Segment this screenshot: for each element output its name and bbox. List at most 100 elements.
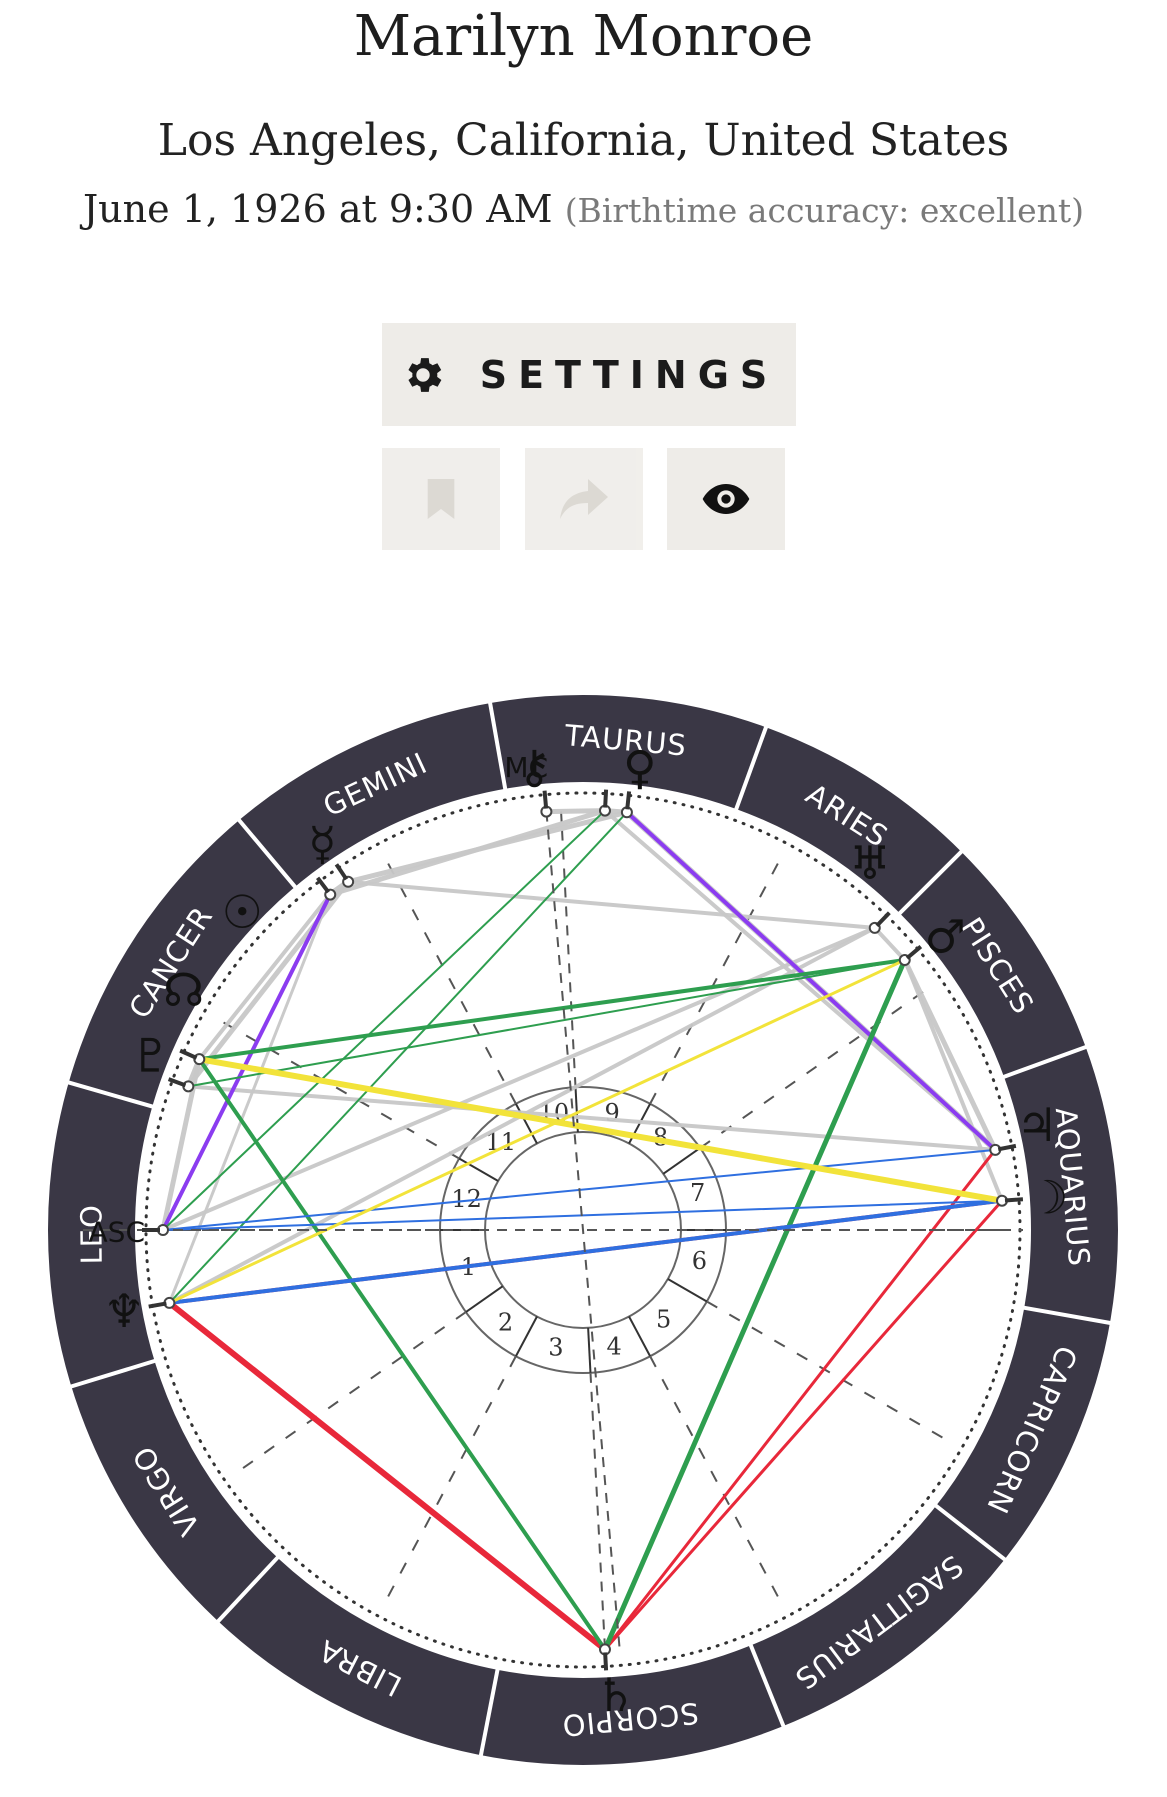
house-number: 5 xyxy=(656,1306,671,1334)
house-divider xyxy=(465,1285,504,1313)
aspect-line-conjunction xyxy=(186,1084,998,1152)
sign-divider xyxy=(487,700,508,792)
house-cusp-line xyxy=(560,810,577,1088)
house-divider xyxy=(667,1278,708,1303)
mc-label: MC xyxy=(504,751,548,784)
mars-glyph: ♂ xyxy=(925,910,966,964)
house-number: 4 xyxy=(607,1332,622,1360)
aspect-line-trine xyxy=(602,957,908,1652)
north-node-glyph: ☊ xyxy=(163,963,204,1017)
birth-place: Los Angeles, California, United States xyxy=(157,115,1010,166)
person-name: Marilyn Monroe xyxy=(353,4,814,69)
aspect-line-conjunction xyxy=(872,925,907,963)
degree-tick xyxy=(603,1652,609,1671)
house-number: 3 xyxy=(548,1333,563,1361)
aspect-line-conjunction xyxy=(197,892,333,1062)
jupiter-glyph: ♃ xyxy=(1016,1098,1057,1152)
uranus-glyph: ♅ xyxy=(849,836,890,890)
view-button[interactable] xyxy=(667,448,785,550)
aspect-line-square xyxy=(603,1148,997,1651)
house-number: 9 xyxy=(605,1099,620,1127)
house-divider xyxy=(587,1327,592,1373)
settings-button[interactable]: SETTINGS xyxy=(382,323,796,426)
house-cusp-line xyxy=(218,1019,460,1160)
degree-tick xyxy=(905,944,923,960)
house-cusp-line xyxy=(699,988,928,1149)
aspect-line-trine xyxy=(197,1057,607,1652)
aspect-line-trine xyxy=(187,959,906,1088)
sign-divider xyxy=(896,848,965,917)
degree-tick xyxy=(997,1143,1017,1152)
aspect-line-trine xyxy=(162,809,606,1231)
degree-tick xyxy=(148,1301,167,1309)
moon-glyph: ☽ xyxy=(1027,1170,1068,1224)
chiron-glyph: ⚷ xyxy=(517,740,551,794)
aspect-line-quintile xyxy=(161,892,333,1232)
house-number: 2 xyxy=(498,1308,513,1336)
degree-tick xyxy=(542,790,549,809)
sign-divider xyxy=(215,1554,281,1625)
house-divider xyxy=(662,1147,701,1175)
sun-glyph: ☉ xyxy=(222,885,263,939)
house-divider xyxy=(514,1316,538,1357)
mercury-glyph: ☿ xyxy=(308,817,336,871)
saturn-glyph: ♄ xyxy=(595,1668,636,1722)
venus-glyph: ♀ xyxy=(623,740,657,794)
birth-date: June 1, 1926 at 9:30 AM xyxy=(82,187,553,231)
house-cusp-line xyxy=(649,858,782,1105)
sign-divider xyxy=(933,1503,1008,1563)
sign-divider xyxy=(66,1080,155,1109)
aspect-line-sextile xyxy=(167,958,907,1305)
sign-divider xyxy=(68,1358,158,1389)
aspect-line-quintile xyxy=(624,810,998,1152)
aspect-line-conjunction xyxy=(543,808,608,815)
house-cusp-line xyxy=(706,1300,948,1441)
house-cusp-line xyxy=(238,1311,467,1472)
house-divider xyxy=(458,1157,499,1182)
aspect-line-square xyxy=(603,1199,1004,1651)
planet-points: ☉ ☿ ⚷ ♀ ♅ ♂ ♃ ☽ ♄ ♆ ♇ ☊ ASC MC xyxy=(89,740,1069,1722)
sign-divider xyxy=(748,1642,787,1729)
degree-tick xyxy=(179,1048,198,1060)
sign-divider xyxy=(1021,1305,1113,1326)
meridian-line xyxy=(545,811,621,1649)
house-number: 6 xyxy=(692,1247,707,1275)
degree-tick xyxy=(875,911,891,928)
degree-tick xyxy=(625,791,632,810)
share-button[interactable] xyxy=(525,448,643,550)
pluto-glyph: ♇ xyxy=(130,1028,171,1082)
birth-date-line: June 1, 1926 at 9:30 AM (Birthtime accur… xyxy=(0,187,1167,231)
settings-label: SETTINGS xyxy=(479,352,779,397)
degree-tick xyxy=(334,863,349,881)
aspect-lines xyxy=(83,808,1023,1653)
natal-chart-wheel: TAURUSARIESPISCESAQUARIUSCAPRICORNSAGITT… xyxy=(48,695,1118,1765)
bookmark-button[interactable] xyxy=(382,448,500,550)
house-divider xyxy=(514,1103,538,1144)
gear-icon xyxy=(408,357,442,392)
house-cusp-line xyxy=(649,1355,782,1602)
asc-label: ASC xyxy=(89,1216,145,1249)
house-cusp-line xyxy=(589,1372,606,1650)
house-number: 7 xyxy=(690,1179,705,1207)
sign-divider xyxy=(236,817,298,890)
aspect-line-conjunction xyxy=(345,809,630,885)
aspect-line-square xyxy=(166,1299,608,1653)
sign-label: LEO xyxy=(74,1204,109,1265)
degree-tick xyxy=(1004,1197,1024,1203)
degree-tick xyxy=(603,789,609,808)
degree-tick xyxy=(316,876,331,894)
aspect-line-sextile xyxy=(196,1056,1005,1204)
bookmark-icon xyxy=(427,479,455,519)
sign-divider xyxy=(478,1667,500,1758)
aspect-line-conjunction xyxy=(167,893,332,1305)
house-cusp-line xyxy=(384,1355,517,1602)
sign-divider xyxy=(733,724,769,812)
neptune-glyph: ♆ xyxy=(103,1284,144,1338)
aspect-line-trine xyxy=(197,958,907,1062)
aspect-line-conjunction xyxy=(346,879,877,930)
sign-divider xyxy=(1001,1044,1089,1080)
degree-tick xyxy=(167,1077,187,1088)
house-divider xyxy=(628,1316,652,1357)
birthtime-accuracy: (Birthtime accuracy: excellent) xyxy=(564,191,1085,230)
aspect-line-conjunction xyxy=(602,808,998,1152)
